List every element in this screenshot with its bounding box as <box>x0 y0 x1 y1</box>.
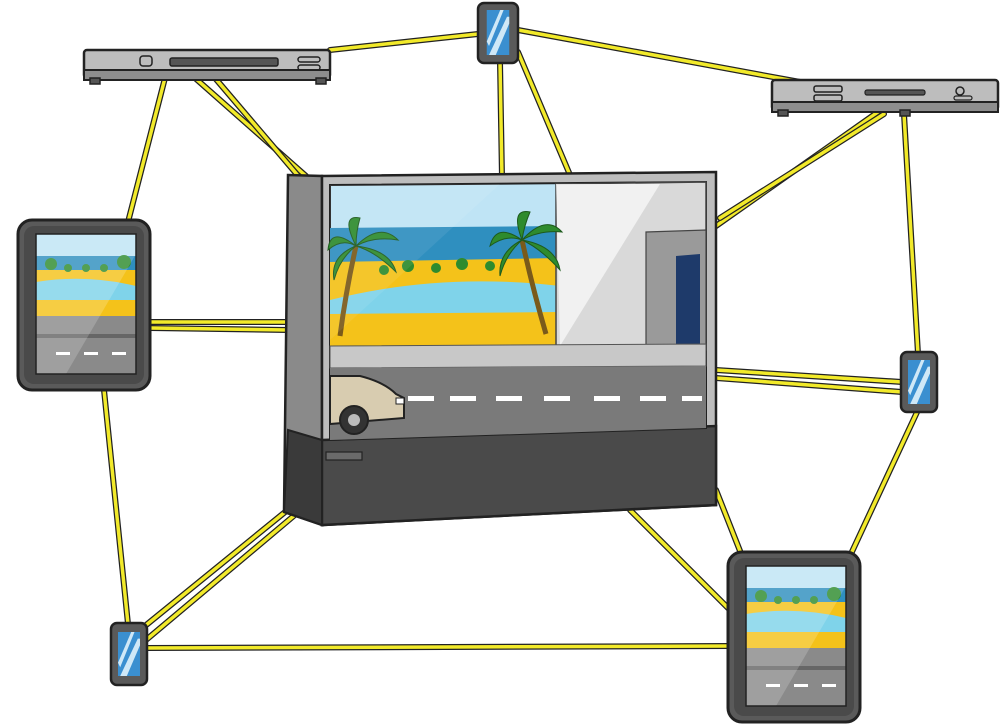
palm-tree-icon <box>489 211 564 335</box>
link-box-left-phone-top <box>328 32 480 52</box>
set-top-box-right <box>770 78 1000 117</box>
link-box-left-tablet-left <box>126 76 167 224</box>
link-phone-bottom-tablet-right <box>144 644 732 650</box>
tv-screen <box>327 180 707 442</box>
phone-top <box>476 1 520 65</box>
palm-tree-icon <box>327 217 400 337</box>
link-tv-tablet-right <box>714 488 744 558</box>
link-parallel-5 <box>144 512 298 642</box>
set-top-box-left <box>82 48 332 85</box>
link-tv-phone-right <box>714 368 904 384</box>
link-box-right-phone-right <box>902 112 920 356</box>
link-tablet-left-phone-bottom <box>102 388 130 626</box>
link-phone-top-box-right <box>516 28 802 84</box>
link-phone-right-tablet-right <box>848 408 920 558</box>
link-parallel-1 <box>516 50 572 177</box>
link-parallel-0 <box>213 76 302 180</box>
tablet-left <box>16 218 152 392</box>
network-links <box>101 27 921 651</box>
link-parallel-2 <box>718 112 886 220</box>
link-parallel-4 <box>714 376 904 394</box>
phone-bottom <box>109 621 149 687</box>
car-icon <box>329 375 405 435</box>
phone-right <box>899 350 939 414</box>
link-phone-top-tv <box>498 60 504 180</box>
television <box>282 170 718 527</box>
link-parallel-3 <box>148 326 290 332</box>
link-parallel-6 <box>628 508 732 612</box>
link-tv-phone-bottom <box>138 506 292 632</box>
tablet-right <box>726 550 862 724</box>
